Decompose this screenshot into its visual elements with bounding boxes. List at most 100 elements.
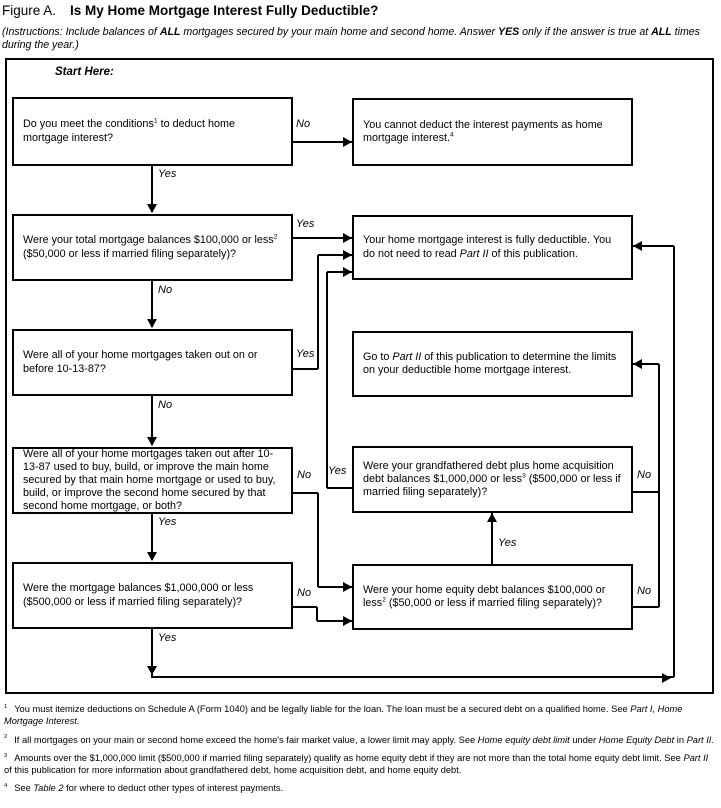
- text-segment: Part I, Home Mortgage Interest.: [4, 704, 683, 727]
- text-segment: (Instructions: Include balances of: [2, 26, 160, 38]
- text-segment: 3: [522, 472, 526, 480]
- connector-line: [316, 607, 318, 621]
- flow-box-total-balances: Were your total mortgage balances $100,0…: [12, 214, 293, 281]
- text-segment: Amounts over the $1,000,000 limit ($500,…: [14, 752, 684, 763]
- connector-line: [318, 586, 352, 588]
- footnote-text: You must itemize deductions on Schedule …: [4, 704, 682, 726]
- arrowhead-down: [147, 666, 157, 675]
- connector-line: [633, 245, 674, 247]
- arrowhead-right: [343, 582, 352, 592]
- edge-label-balances-no: No: [297, 587, 312, 599]
- text-segment: of this publication.: [488, 247, 578, 260]
- text-segment: in: [674, 734, 687, 745]
- text-segment: 1: [153, 117, 158, 125]
- flow-box-conditions: Do you meet the conditions1 to deduct ho…: [12, 97, 293, 166]
- flow-box-text: Were all of your home mortgages taken ou…: [23, 349, 283, 375]
- text-segment: ALL: [159, 26, 181, 38]
- edge-label-total-no: No: [158, 284, 173, 296]
- edge-label-before87-no: No: [158, 399, 173, 411]
- edge-label-grandfathered-yes: Yes: [328, 465, 347, 477]
- page-title: Is My Home Mortgage Interest Fully Deduc…: [70, 3, 379, 18]
- connector-line: [151, 396, 153, 445]
- text-segment: YES: [498, 26, 520, 38]
- connector-line: [152, 676, 674, 678]
- arrowhead-down: [147, 319, 157, 328]
- text-segment: Were the mortgage balances $1,000,000 or…: [23, 582, 254, 608]
- connector-line: [633, 491, 659, 493]
- text-segment: You cannot deduct the interest payments …: [363, 118, 603, 144]
- text-segment: Do you meet the conditions: [23, 118, 154, 131]
- flow-box-text: You cannot deduct the interest payments …: [363, 119, 623, 145]
- arrowhead-down: [147, 552, 157, 561]
- connector-line: [317, 255, 319, 369]
- text-segment: Were your total mortgage balances $100,0…: [23, 234, 274, 247]
- connector-line: [326, 272, 328, 488]
- footnote-number: 1: [4, 703, 8, 710]
- figure-label: Figure A.: [2, 3, 57, 18]
- arrowhead-right: [662, 673, 671, 683]
- flow-box-text: Were your grandfathered debt plus home a…: [363, 460, 623, 500]
- text-segment: Go to: [363, 350, 393, 363]
- flow-box-before-87: Were all of your home mortgages taken ou…: [12, 329, 293, 396]
- flow-box-cannot-deduct: You cannot deduct the interest payments …: [352, 98, 633, 166]
- text-segment: Were your grandfathered debt plus home a…: [363, 459, 614, 485]
- connector-line: [293, 492, 318, 494]
- text-segment: You must itemize deductions on Schedule …: [14, 704, 631, 714]
- text-segment: 2: [382, 596, 386, 604]
- arrowhead-left: [633, 359, 642, 369]
- edge-label-homeequity-no: No: [637, 585, 652, 597]
- edge-label-before87-yes: Yes: [296, 348, 315, 360]
- text-segment: of this publication for more information…: [4, 765, 462, 776]
- connector-line: [293, 606, 317, 608]
- edge-label-after87-yes: Yes: [158, 516, 177, 528]
- flow-box-text: Do you meet the conditions1 to deduct ho…: [23, 118, 283, 144]
- arrowhead-right: [343, 250, 352, 260]
- edge-label-after87-no: No: [297, 469, 312, 481]
- footnote-text: See Table 2 for where to deduct other ty…: [14, 783, 283, 793]
- edge-label-balances-yes: Yes: [158, 632, 177, 644]
- arrowhead-down: [147, 204, 157, 213]
- flow-box-text: Your home mortgage interest is fully ded…: [363, 234, 623, 260]
- arrowhead-right: [343, 267, 352, 277]
- arrowhead-left: [633, 241, 642, 251]
- text-segment: See: [14, 783, 34, 794]
- text-segment: ($500,000 or less if married filing sepa…: [363, 472, 621, 499]
- text-segment: ($50,000 or less if married filing separ…: [23, 247, 237, 260]
- text-segment: times during the year.): [2, 26, 700, 52]
- footnotes: 1 You must itemize deductions on Schedule…: [4, 703, 716, 801]
- connector-line: [327, 271, 352, 273]
- text-segment: Table 2: [33, 783, 64, 794]
- connector-line: [633, 363, 659, 365]
- connector-line: [317, 493, 319, 587]
- text-segment: only if the answer is true at: [519, 26, 652, 38]
- flow-box-after-87: Were all of your home mortgages taken ou…: [12, 447, 293, 514]
- text-segment: for where to deduct other types of inter…: [63, 783, 284, 794]
- connector-line: [317, 620, 352, 622]
- text-segment: Part II: [683, 752, 709, 763]
- flow-box-text: Were your total mortgage balances $100,0…: [23, 234, 283, 260]
- text-segment: If all mortgages on your main or second …: [14, 734, 478, 745]
- connector-line: [151, 629, 153, 678]
- text-segment: Were all of your home mortgages taken ou…: [23, 349, 258, 375]
- edge-label-total-yes: Yes: [296, 218, 315, 230]
- flow-box-balances-1m: Were the mortgage balances $1,000,000 or…: [12, 562, 293, 629]
- text-segment: Part II: [459, 247, 489, 260]
- flow-box-go-part2: Go to Part II of this publication to det…: [352, 331, 633, 397]
- arrowhead-right: [343, 233, 352, 243]
- footnote-number: 4: [4, 783, 8, 790]
- arrowhead-down: [147, 437, 157, 446]
- connector-line: [151, 166, 153, 212]
- text-segment: mortgages secured by your main home and …: [180, 26, 499, 38]
- connector-line: [658, 364, 660, 607]
- text-segment: Part II.: [686, 734, 714, 745]
- text-segment: Home equity debt limit: [477, 734, 570, 745]
- edge-label-grandfathered-no: No: [637, 469, 652, 481]
- instructions-text: (Instructions: Include balances of ALL m…: [2, 26, 716, 52]
- footnote-4: 4 See Table 2 for where to deduct other t…: [4, 782, 716, 794]
- arrowhead-up: [487, 513, 497, 522]
- text-segment: Home Equity Debt: [598, 734, 675, 745]
- text-segment: of this publication to determine the lim…: [363, 350, 617, 376]
- connector-line: [151, 514, 153, 560]
- text-segment: to deduct home mortgage interest?: [23, 118, 236, 144]
